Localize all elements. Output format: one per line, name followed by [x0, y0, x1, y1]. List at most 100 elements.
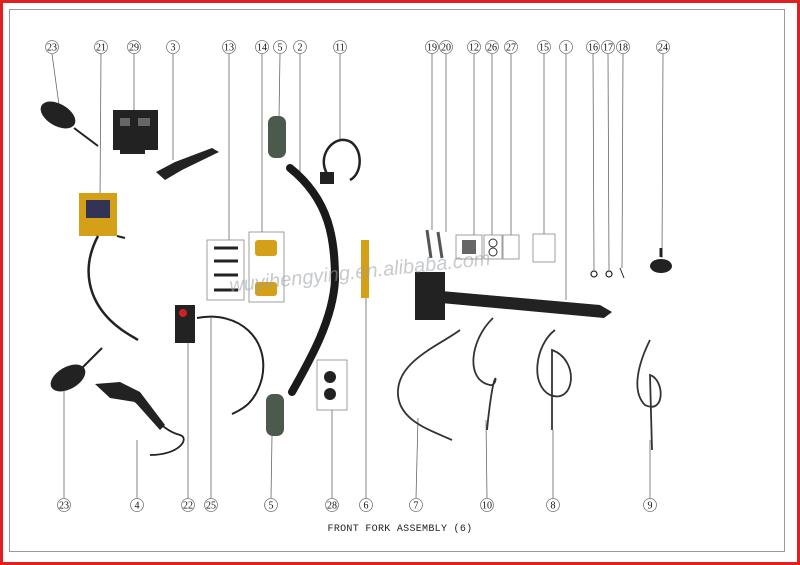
callout-label: 2: [298, 43, 303, 54]
leader-line-21: [99, 53, 102, 201]
callout-label: 10: [482, 501, 492, 512]
horn: [650, 248, 672, 273]
callout-label: 6: [364, 501, 369, 512]
leader-line-7: [415, 417, 419, 499]
callout-circle: [439, 40, 453, 54]
callout-24: 24: [656, 40, 670, 54]
callout-label: 22: [183, 501, 193, 512]
callout-label: 5: [269, 501, 274, 512]
callout-circle: [325, 498, 339, 512]
callout-25: 25: [204, 498, 218, 512]
callout-label: 19: [427, 43, 437, 54]
callout-circle: [616, 40, 630, 54]
callout-17: 17: [601, 40, 615, 54]
callout-circle: [57, 498, 71, 512]
mirror-lower: [50, 347, 103, 392]
callout-circle: [94, 40, 108, 54]
grip-lower: [266, 394, 284, 436]
callout-10: 10: [480, 498, 494, 512]
callout-9: 9: [643, 498, 657, 512]
callout-3: 3: [166, 40, 180, 54]
callout-label: 13: [224, 43, 234, 54]
callout-circle: [409, 498, 423, 512]
callout-circle: [537, 40, 551, 54]
callout-circle: [166, 40, 180, 54]
clutch-lever-left: [95, 382, 185, 456]
callout-circle: [222, 40, 236, 54]
grip-upper: [268, 116, 286, 158]
callout-2: 2: [293, 40, 307, 54]
callout-circle: [264, 498, 278, 512]
callout-label: 26: [487, 43, 497, 54]
leader-line-24: [661, 53, 664, 259]
callout-7: 7: [409, 498, 423, 512]
callout-label: 8: [551, 501, 556, 512]
callout-circle: [480, 498, 494, 512]
callout-label: 18: [618, 43, 628, 54]
callout-circle: [204, 498, 218, 512]
leader-line-16: [592, 53, 595, 271]
mount-brackets: [316, 359, 348, 411]
callout-20: 20: [439, 40, 453, 54]
callout-label: 27: [506, 43, 516, 54]
callout-circle: [425, 40, 439, 54]
callout-28: 28: [325, 498, 339, 512]
callout-13: 13: [222, 40, 236, 54]
washers: [590, 267, 625, 279]
handlebar-clamps: [248, 231, 285, 303]
callout-label: 11: [335, 43, 345, 54]
callout-label: 7: [414, 501, 419, 512]
callout-label: 17: [603, 43, 613, 54]
callout-29: 29: [127, 40, 141, 54]
cable-10: [472, 317, 497, 431]
callout-1: 1: [559, 40, 573, 54]
callout-label: 3: [171, 43, 176, 54]
callout-18: 18: [616, 40, 630, 54]
callout-23: 23: [45, 40, 59, 54]
small-parts: [455, 234, 520, 260]
callout-circle: [601, 40, 615, 54]
bolt-set: [206, 239, 245, 301]
switch-plate: [113, 110, 158, 154]
callout-circle: [45, 40, 59, 54]
callout-label: 16: [588, 43, 598, 54]
callout-15: 15: [537, 40, 551, 54]
callout-label: 25: [206, 501, 216, 512]
brake-lever-right: [156, 148, 219, 180]
callout-11: 11: [333, 40, 347, 54]
callout-4: 4: [130, 498, 144, 512]
leader-line-23: [51, 53, 61, 113]
pin-set: [532, 233, 556, 263]
callout-label: 28: [327, 501, 337, 512]
callout-label: 1: [564, 43, 569, 54]
callout-circle: [656, 40, 670, 54]
callout-6: 6: [359, 498, 373, 512]
callout-circle: [255, 40, 269, 54]
callout-circle: [467, 40, 481, 54]
diagram-caption: FRONT FORK ASSEMBLY (6): [328, 523, 473, 535]
callout-19: 19: [425, 40, 439, 54]
callout-circle: [127, 40, 141, 54]
callout-14: 14: [255, 40, 269, 54]
callout-circle: [546, 498, 560, 512]
callout-label: 5: [278, 43, 283, 54]
callout-22: 22: [181, 498, 195, 512]
mirror-upper: [40, 101, 99, 147]
callout-12: 12: [467, 40, 481, 54]
callout-label: 24: [658, 43, 668, 54]
diagram-inner-border: [9, 9, 785, 552]
callout-label: 15: [539, 43, 549, 54]
callout-5: 5: [273, 40, 287, 54]
callout-label: 29: [129, 43, 139, 54]
leader-line-17: [607, 53, 610, 271]
callout-circle: [181, 498, 195, 512]
callout-circle: [333, 40, 347, 54]
callout-label: 4: [135, 501, 140, 512]
callout-23: 23: [57, 498, 71, 512]
callout-circle: [586, 40, 600, 54]
left-switch-assembly: [175, 305, 265, 415]
callout-circle: [559, 40, 573, 54]
cable-7: [397, 329, 461, 441]
leader-line-5: [270, 435, 273, 499]
switch-cable: [320, 138, 361, 184]
